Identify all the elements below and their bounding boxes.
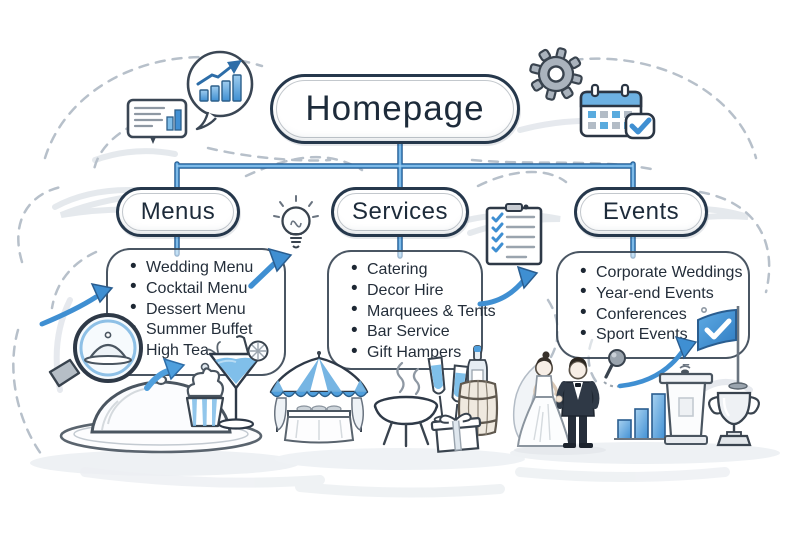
node-homepage: Homepage — [270, 74, 520, 144]
node-homepage-label: Homepage — [305, 89, 485, 128]
menus-list: Wedding Menu Cocktail Menu Dessert Menu … — [106, 248, 286, 376]
growth-arrow-icon — [617, 335, 698, 389]
document-icon — [126, 98, 188, 144]
mini-magnifier-icon — [603, 349, 627, 388]
magnifier-cloche-icon — [48, 313, 143, 388]
list-item: Bar Service — [351, 321, 475, 343]
cupcake-icon — [185, 362, 225, 428]
grill-icon — [373, 361, 439, 448]
node-events-label: Events — [602, 198, 680, 225]
marquee-tent-icon — [269, 351, 369, 444]
flag-check-icon — [697, 306, 748, 390]
trophy-icon — [708, 391, 760, 447]
lightbulb-icon — [273, 195, 319, 249]
list-item: Marquees & Tents — [351, 300, 496, 323]
bar-chart-icon — [614, 393, 670, 440]
node-services: Services — [331, 187, 469, 237]
cocktail-icon — [205, 335, 269, 430]
calendar-check-icon — [579, 83, 656, 140]
list-item: Cocktail Menu — [130, 277, 278, 300]
services-list: Catering Decor Hire Marquees & Tents Bar… — [327, 250, 496, 370]
list-item: Conferences — [580, 303, 742, 326]
list-item: High Tea — [146, 342, 209, 360]
growth-arrow-icon — [144, 357, 186, 391]
growth-arrow-icon — [477, 265, 539, 307]
checklist-clipboard-icon — [485, 203, 543, 266]
list-item: Dessert Menu — [130, 298, 278, 321]
list-item: Catering — [351, 259, 475, 281]
node-menus: Menus — [116, 187, 240, 237]
wedding-couple-icon — [512, 351, 606, 455]
list-item: Year-end Events — [580, 282, 742, 305]
podium-icon — [658, 364, 714, 445]
node-services-label: Services — [351, 198, 449, 225]
gift-box-icon — [430, 412, 482, 453]
node-menus-label: Menus — [140, 198, 216, 225]
list-item: Sport Events — [580, 324, 742, 346]
list-item: Decor Hire — [351, 279, 475, 302]
list-item: Wedding Menu — [130, 257, 278, 279]
list-item: Corporate Weddings — [580, 262, 742, 284]
growth-arrow-icon — [248, 247, 293, 289]
gear-icon — [529, 47, 583, 101]
bar-chart-speech-bubble-icon — [186, 50, 254, 131]
growth-arrow-icon — [39, 282, 114, 327]
node-events: Events — [574, 187, 708, 237]
